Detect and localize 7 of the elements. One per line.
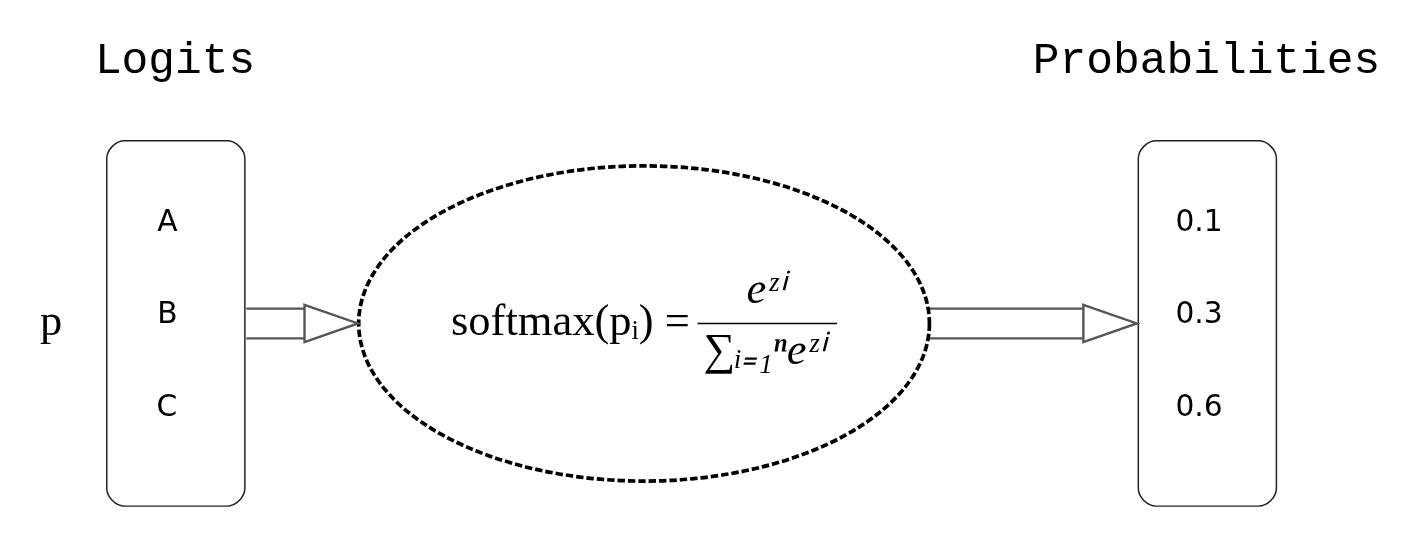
arrow xyxy=(246,302,362,344)
node-label: Probabilities xyxy=(1032,35,1381,86)
node-box: 0.1 0.3 0.6 xyxy=(1137,139,1278,507)
node-label: p xyxy=(39,294,63,345)
node-label: Logits xyxy=(94,35,256,86)
arrow xyxy=(930,302,1141,344)
node-box: A B C xyxy=(106,139,246,507)
